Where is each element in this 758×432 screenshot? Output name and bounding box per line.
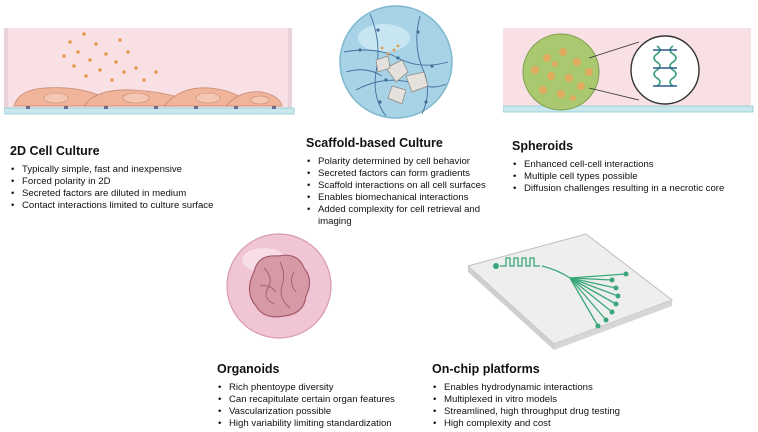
- embedded-cells: [375, 55, 429, 105]
- spheroid-illustration: [503, 28, 754, 113]
- secreted-factor-dots: [62, 32, 158, 82]
- list-item: Scaffold interactions on all cell surfac…: [307, 180, 506, 192]
- panel-scaffold: Scaffold-based Culture Polarity determin…: [306, 136, 506, 227]
- list-item: Enhanced cell-cell interactions: [513, 159, 742, 171]
- list-item: Multiple cell types possible: [513, 171, 742, 183]
- panel-organoids: Organoids Rich phentoype diversity Can r…: [217, 362, 417, 430]
- list-item: Rich phentoype diversity: [218, 382, 417, 394]
- list-item: Multiplexed in vitro models: [433, 394, 662, 406]
- microfluidic-channels: [500, 257, 627, 327]
- glass-substrate: [4, 107, 295, 115]
- list-item: Typically simple, fast and inexpensive: [11, 164, 260, 176]
- panel-title: Scaffold-based Culture: [306, 136, 443, 150]
- chip-slide: [466, 233, 674, 345]
- list-item: High complexity and cost: [433, 418, 662, 430]
- panel-onchip: On-chip platforms Enables hydrodynamic i…: [432, 362, 662, 430]
- scaffold-illustration: [339, 5, 453, 119]
- list-item: Secreted factors can form gradients: [307, 168, 506, 180]
- list-item: Contact interactions limited to culture …: [11, 200, 260, 212]
- panel-spheroids: Spheroids Enhanced cell-cell interaction…: [512, 139, 742, 195]
- onchip-illustration: [466, 233, 674, 350]
- 2d-culture-illustration: [4, 28, 295, 115]
- cell-junction-detail: [653, 45, 677, 87]
- zoom-inset: [630, 35, 700, 105]
- panel-title: Spheroids: [512, 139, 574, 153]
- list-item: Diffusion challenges resulting in a necr…: [513, 183, 742, 195]
- list-item: Forced polarity in 2D: [11, 176, 260, 188]
- panel-2d-culture: 2D Cell Culture Typically simple, fast a…: [10, 144, 260, 212]
- panel-title: On-chip platforms: [432, 362, 540, 376]
- dish-wall-right: [288, 28, 292, 112]
- glass-substrate: [503, 105, 754, 113]
- panel-title: 2D Cell Culture: [10, 144, 100, 158]
- organoid-tissue: [248, 254, 311, 318]
- organoid-illustration: [226, 233, 332, 339]
- list-item: Streamlined, high throughput drug testin…: [433, 406, 662, 418]
- list-item: High variability limiting standardizatio…: [218, 418, 417, 430]
- list-item: Can recapitulate certain organ features: [218, 394, 417, 406]
- list-item: Vascularization possible: [218, 406, 417, 418]
- list-item: Enables biomechanical interactions: [307, 192, 506, 204]
- panel-title: Organoids: [217, 362, 280, 376]
- list-item: Polarity determined by cell behavior: [307, 156, 506, 168]
- list-item: Secreted factors are diluted in medium: [11, 188, 260, 200]
- list-item: Enables hydrodynamic interactions: [433, 382, 662, 394]
- list-item: Added complexity for cell retrieval and …: [307, 204, 506, 228]
- dish-wall-left: [4, 28, 8, 112]
